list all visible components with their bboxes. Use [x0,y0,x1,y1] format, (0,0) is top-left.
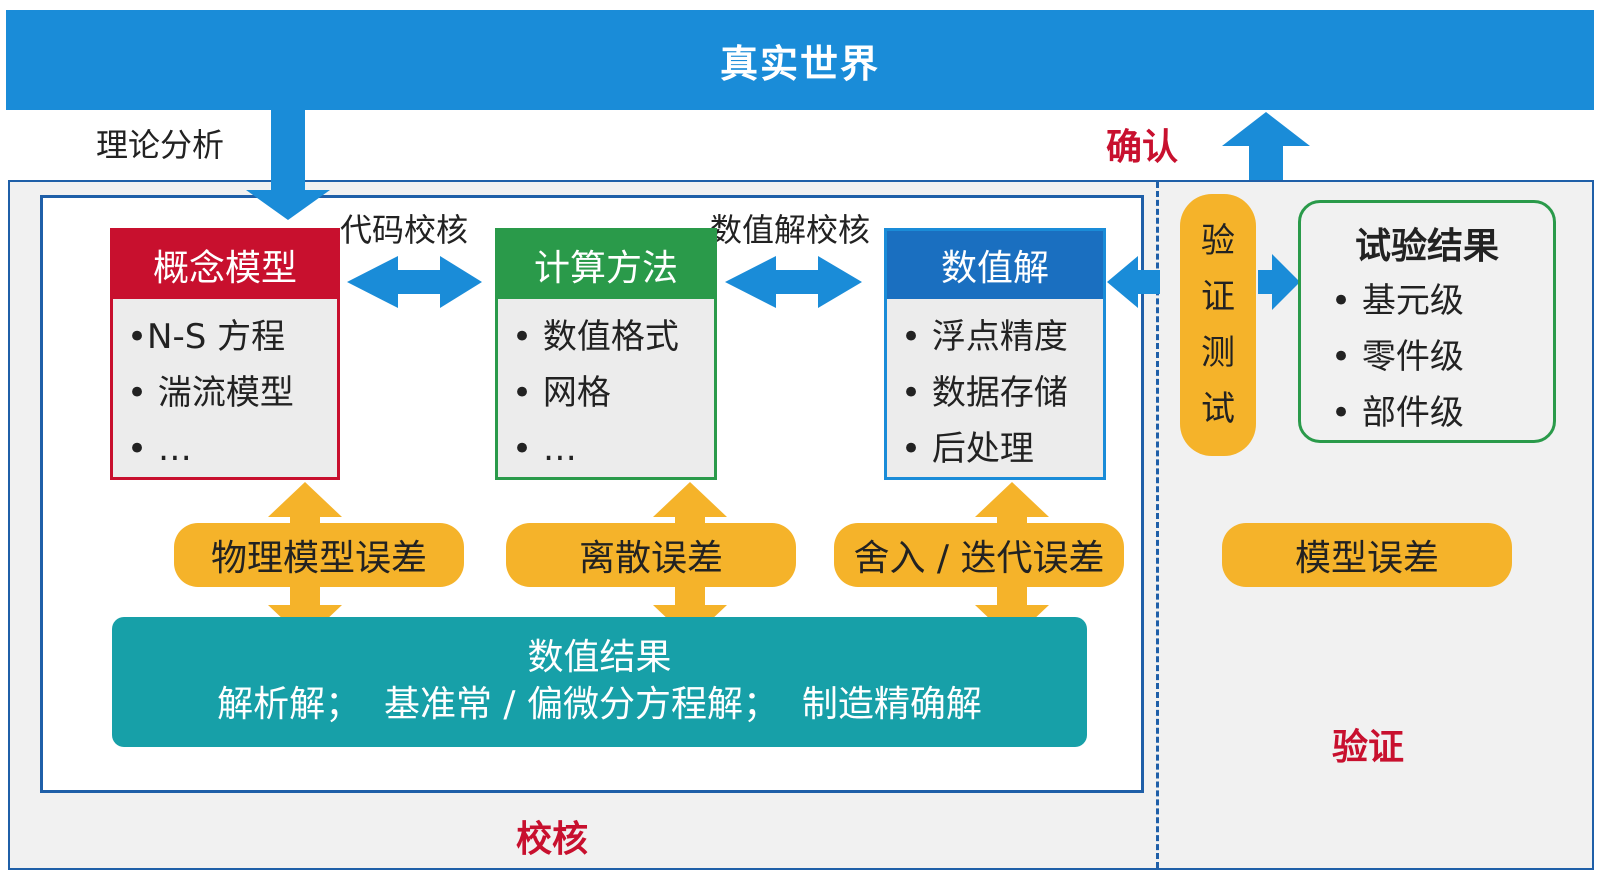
numeric-item: • 后处理 [901,429,1034,469]
conceptual-model-box: 概念模型 •N-S 方程 • 湍流模型 • … [110,228,340,480]
validation-right-arrow [1258,254,1300,310]
numeric-item: • 数据存储 [901,373,1068,413]
computation-method-title: 计算方法 [498,231,714,299]
physical-model-error-pill: 物理模型误差 [174,523,464,587]
test-results-box: 试验结果 • 基元级 • 零件级 • 部件级 [1298,200,1556,443]
numeric-solution-verification-label: 数值解校核 [710,211,871,249]
concept-item: • 湍流模型 [127,373,294,413]
region-divider [1156,182,1159,868]
numerical-solution-box: 数值解 • 浮点精度 • 数据存储 • 后处理 [884,228,1106,480]
code-verify-double-arrow [347,256,482,308]
validation-test-pill: 验 证 测 试 [1180,194,1256,456]
validation-test-char: 证 [1201,277,1235,317]
concept-item: •N-S 方程 [127,317,286,357]
concept-item: • … [127,429,192,469]
numerical-results-subtitle: 解析解； 基准常 / 偏微分方程解； 制造精确解 [217,684,982,725]
method-item: • … [512,429,577,469]
numeric-item: • 浮点精度 [901,317,1068,357]
rounding-iteration-error-pill: 舍入 / 迭代误差 [834,523,1124,587]
model-error-pill: 模型误差 [1222,523,1512,587]
numerical-results-box: 数值结果 解析解； 基准常 / 偏微分方程解； 制造精确解 [112,617,1087,747]
validation-test-char: 验 [1201,221,1235,261]
test-results-title: 试验结果 [1354,226,1499,267]
method-item: • 网格 [512,373,611,413]
validation-test-char: 测 [1201,333,1235,373]
numeric-verify-double-arrow [725,256,862,308]
computation-method-box: 计算方法 • 数值格式 • 网格 • … [495,228,717,480]
validation-region-label: 验证 [1332,727,1405,768]
validation-left-double-arrow [1107,256,1160,308]
theory-down-arrow [246,110,330,220]
discrete-error-pill: 离散误差 [506,523,796,587]
test-results-item: • 零件级 [1331,337,1464,377]
method-item: • 数值格式 [512,317,679,357]
test-results-item: • 基元级 [1331,281,1464,321]
validation-test-char: 试 [1201,389,1235,429]
numerical-results-title: 数值结果 [527,637,672,678]
real-world-banner: 真实世界 [6,10,1594,110]
confirm-up-arrow [1222,112,1310,180]
theory-analysis-label: 理论分析 [96,126,225,164]
numerical-solution-title: 数值解 [887,231,1103,299]
verification-region-label: 校核 [516,819,589,860]
code-verification-label: 代码校核 [340,211,469,249]
test-results-item: • 部件级 [1331,393,1464,433]
confirm-label: 确认 [1106,127,1179,168]
conceptual-model-title: 概念模型 [113,231,337,299]
